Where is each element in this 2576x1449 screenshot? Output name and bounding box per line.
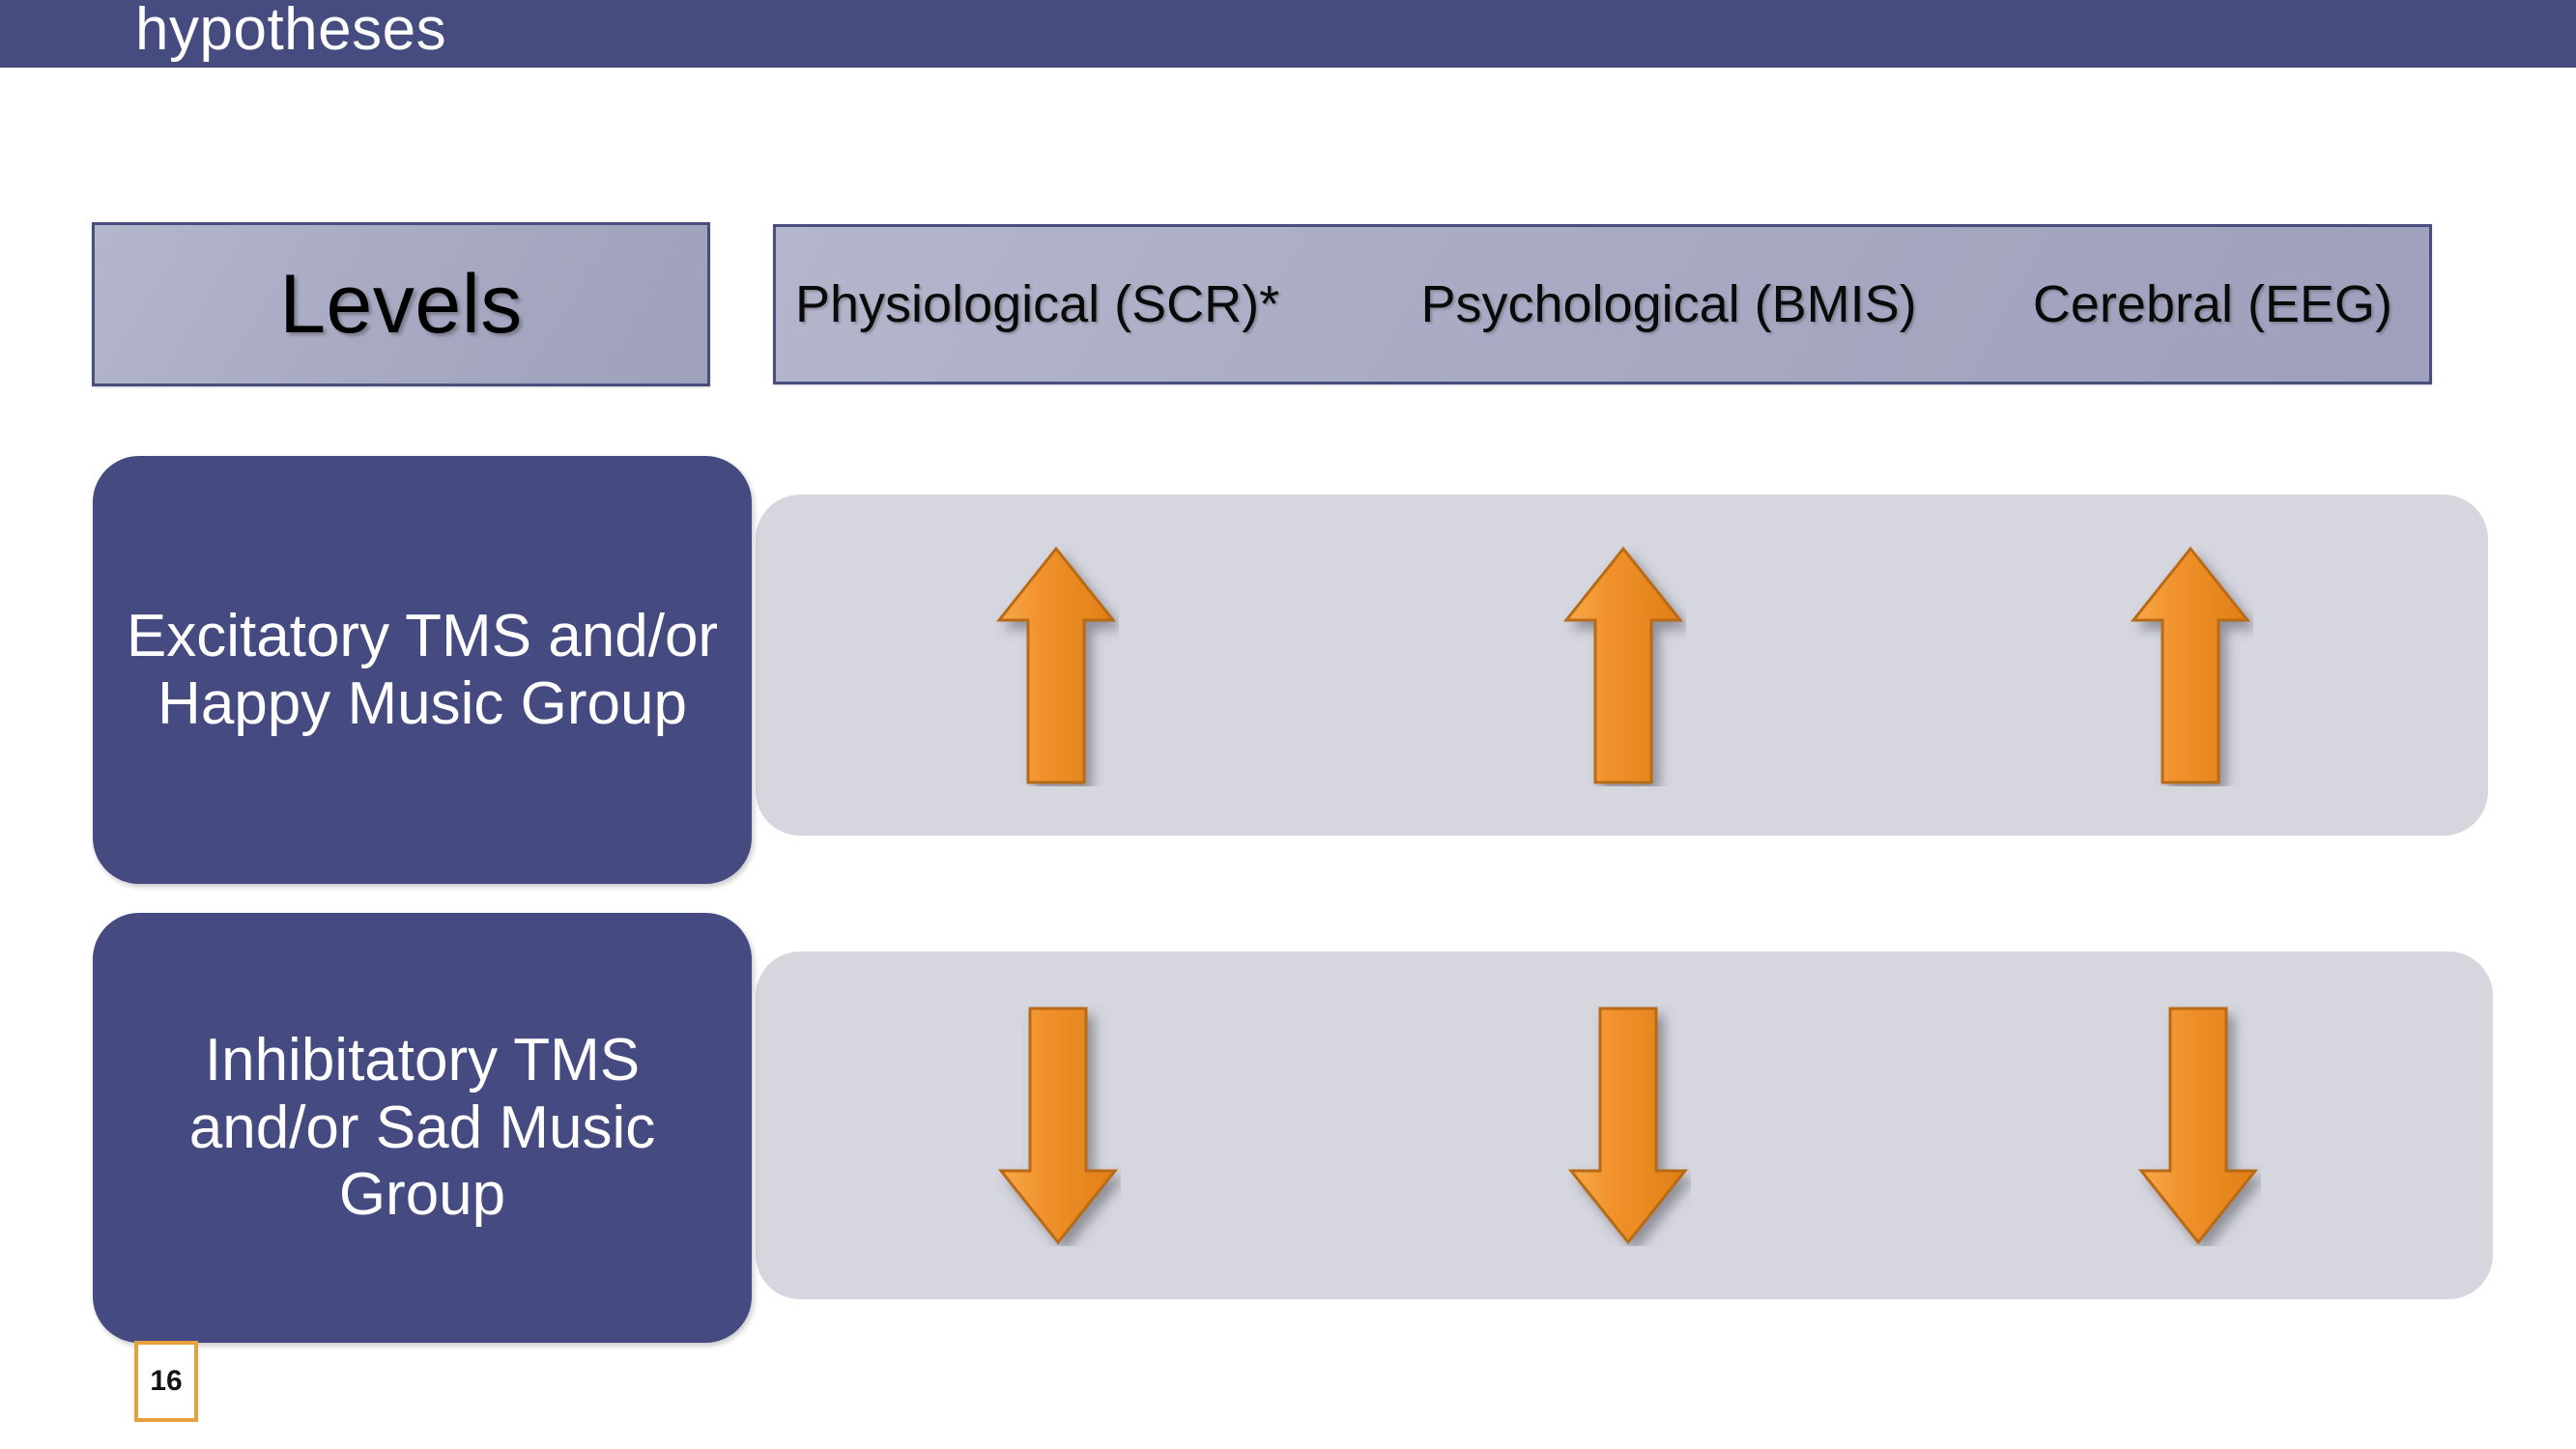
column-header-cerebral: Cerebral (EEG) (2032, 275, 2392, 333)
row-label-inhibitatory: Inhibitatory TMS and/or Sad Music Group (93, 913, 752, 1343)
row-label-inhibitatory-text: Inhibitatory TMS and/or Sad Music Group (188, 1027, 656, 1229)
row-cells-excitatory (773, 495, 2474, 836)
levels-header-label: Levels (279, 257, 523, 351)
row-label-excitatory: Excitatory TMS and/or Happy Music Group (93, 456, 752, 884)
cell-inhibitatory-physiological (773, 952, 1343, 1299)
row-cells-inhibitatory (773, 952, 2483, 1299)
page-number-text: 16 (150, 1365, 183, 1397)
column-headers-box: Physiological (SCR)* Psychological (BMIS… (773, 224, 2432, 384)
arrow-up-icon (996, 546, 1117, 783)
slide-title-band: hypotheses (0, 0, 2576, 68)
arrow-down-icon (997, 1007, 1119, 1245)
cell-excitatory-physiological (773, 495, 1340, 836)
cell-inhibitatory-cerebral (1913, 952, 2483, 1299)
column-header-physiological: Physiological (SCR)* (795, 275, 1280, 333)
levels-header-box: Levels (92, 222, 710, 386)
cell-excitatory-cerebral (1906, 495, 2474, 836)
page-number-badge: 16 (134, 1341, 198, 1422)
cell-inhibitatory-psychological (1343, 952, 1913, 1299)
arrow-down-icon (1567, 1007, 1689, 1245)
arrow-down-icon (2137, 1007, 2259, 1245)
column-header-psychological: Psychological (BMIS) (1420, 275, 1917, 333)
arrow-up-icon (1562, 546, 1684, 783)
cell-excitatory-psychological (1340, 495, 1907, 836)
arrow-up-icon (2130, 546, 2250, 783)
row-label-excitatory-text: Excitatory TMS and/or Happy Music Group (126, 603, 719, 737)
page-title: hypotheses (135, 0, 447, 63)
